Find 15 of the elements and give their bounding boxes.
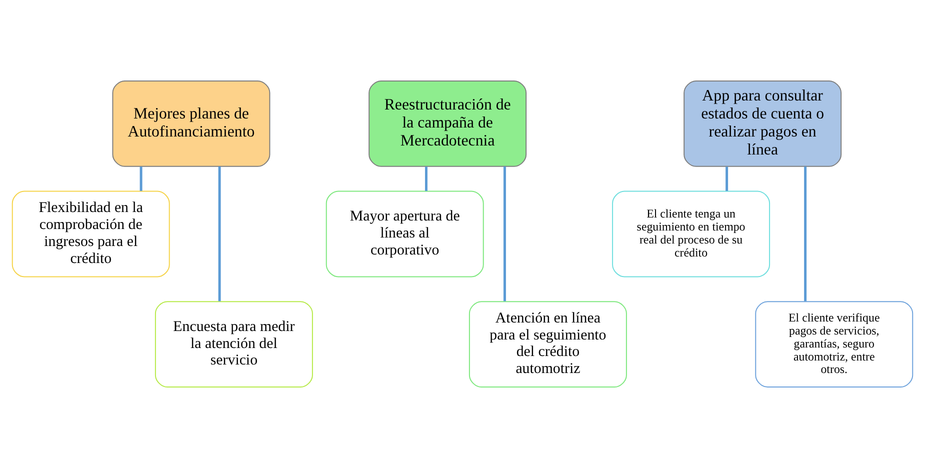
node-box: El cliente verifique pagos de servicios, garantías, seguro automotriz, entre otros. — [755, 301, 914, 388]
connector — [503, 166, 506, 302]
node-box: Atención en línea para el seguimiento del crédito automotriz — [468, 301, 627, 388]
connector — [726, 166, 728, 191]
node-box: Mayor apertura de líneas al corporativo — [326, 190, 484, 278]
connector — [218, 166, 221, 302]
node-box: Reestructuración de la campaña de Mercadotecnia — [368, 80, 527, 167]
node-box: Mejores planes de Autofinanciamiento — [112, 80, 270, 167]
node-box: Flexibilidad en la comprobación de ingresos para el crédito — [12, 190, 170, 278]
node-box: App para consultar estados de cuenta o realizar pagos en línea — [684, 80, 842, 167]
connector — [424, 166, 428, 191]
node-box: El cliente tenga un seguimiento en tiempo real del proceso de su crédito — [612, 190, 770, 278]
connector — [140, 166, 142, 191]
connector — [804, 166, 807, 302]
node-box: Encuesta para medir la atención del servicio — [154, 301, 313, 388]
